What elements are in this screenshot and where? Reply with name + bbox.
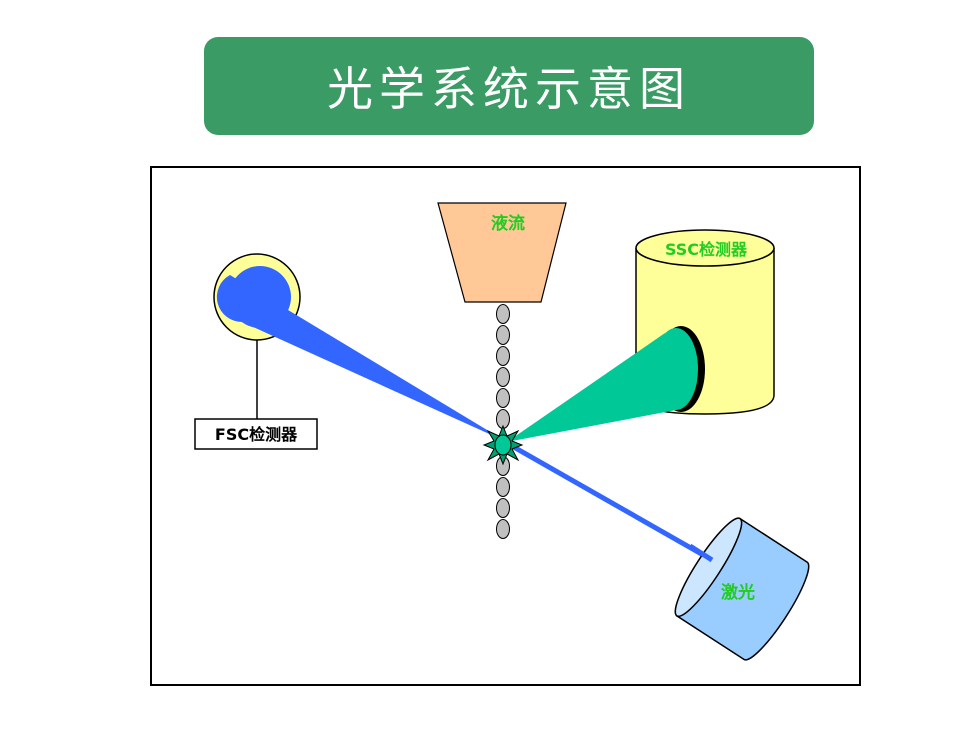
cell	[496, 325, 510, 345]
cell	[496, 477, 510, 497]
cell	[496, 304, 510, 324]
laser-cylinder-body	[675, 517, 810, 661]
cell	[496, 388, 510, 408]
cell-stream	[496, 304, 510, 539]
page-title: 光学系统示意图	[327, 62, 691, 116]
fsc-detector-label: FSC检测器	[215, 425, 298, 444]
cell	[496, 519, 510, 539]
laser-cylinder-face	[674, 517, 743, 618]
cell	[496, 367, 510, 387]
cell	[496, 346, 510, 366]
forward-scatter-spot	[229, 266, 291, 328]
forward-scatter-beam	[216, 275, 508, 442]
flow-label: 液流	[491, 213, 525, 234]
title-banner: 光学系统示意图	[204, 37, 814, 135]
laser-source	[674, 517, 810, 661]
flow-nozzle	[437, 202, 567, 303]
fsc-label-box	[194, 418, 318, 450]
laser-label: 激光	[721, 582, 755, 603]
sparkle-cell-icon	[482, 424, 524, 466]
cell	[496, 498, 510, 518]
ssc-detector-label: SSC检测器	[665, 240, 748, 259]
side-scatter-beam	[507, 333, 676, 442]
ssc-cylinder-top	[635, 229, 775, 267]
laser-beam-exit	[688, 543, 714, 563]
laser-beam	[503, 439, 714, 563]
